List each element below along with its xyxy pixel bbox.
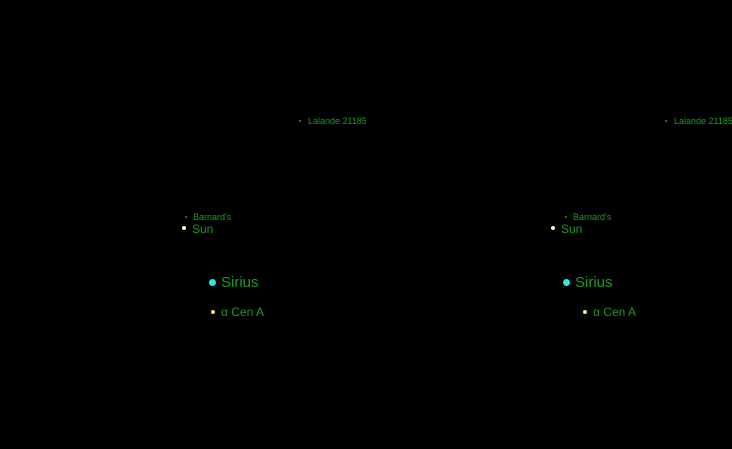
sun-label: Sun [561, 222, 583, 236]
star-view-left[interactable]: Lalande 21185 Barnard's Sun Sirius α Cen… [0, 0, 366, 449]
star-view-right[interactable]: Lalande 21185 Barnard's Sun Sirius α Cen… [366, 0, 732, 449]
sirius-label: Sirius [575, 274, 613, 291]
sirius-star[interactable] [209, 279, 216, 286]
sun-star[interactable] [551, 226, 555, 230]
barnards-star[interactable] [185, 216, 187, 218]
lalande-21185-label: Lalande 21185 [308, 116, 366, 126]
alpha-cen-a-label: α Cen A [593, 305, 636, 319]
alpha-cen-a-label: α Cen A [221, 305, 264, 319]
lalande-21185-label: Lalande 21185 [674, 116, 732, 126]
sun-star[interactable] [182, 226, 186, 230]
alpha-cen-a-star[interactable] [211, 310, 215, 314]
barnards-star[interactable] [565, 216, 567, 218]
sirius-star[interactable] [563, 279, 570, 286]
lalande-21185-star[interactable] [299, 120, 301, 122]
barnards-label: Barnard's [573, 212, 612, 222]
barnards-label: Barnard's [193, 212, 232, 222]
sirius-label: Sirius [221, 274, 259, 291]
alpha-cen-a-star[interactable] [583, 310, 587, 314]
lalande-21185-star[interactable] [665, 120, 667, 122]
sun-label: Sun [192, 222, 214, 236]
